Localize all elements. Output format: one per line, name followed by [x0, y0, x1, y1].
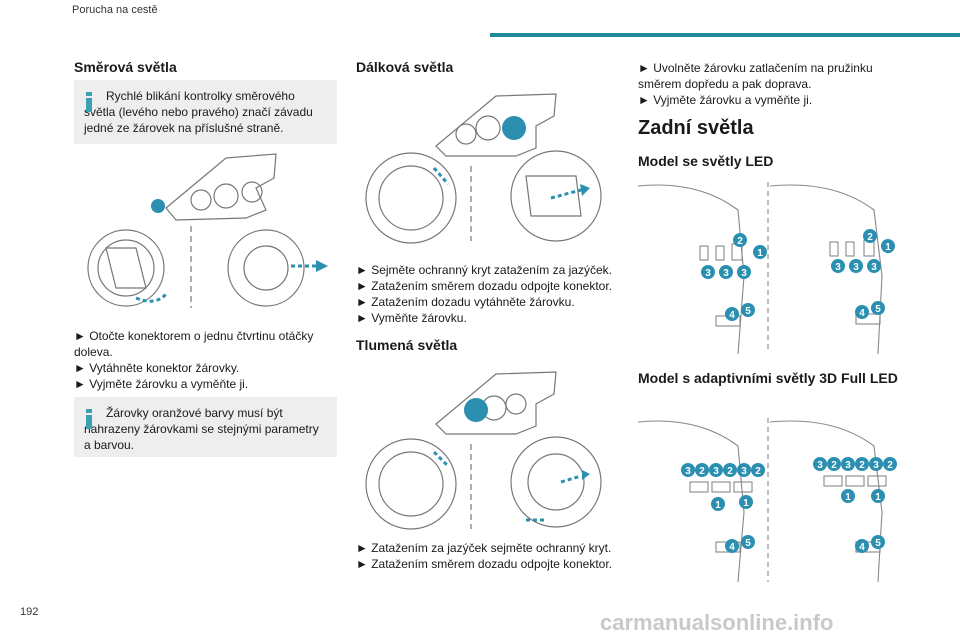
svg-text:3: 3	[853, 262, 859, 273]
svg-text:1: 1	[715, 500, 721, 511]
led-badge-2: 2	[737, 236, 743, 247]
rear-led-illustration: 2 1 3 3 3 4 5 2 1 3 3 3 4 5	[638, 182, 895, 354]
info-note-2-text: Žárovky oranžové barvy musí být nahrazen…	[84, 406, 319, 452]
svg-text:1: 1	[875, 492, 881, 503]
step-2: ► Zatažením směrem dozadu odpojte konekt…	[356, 279, 613, 293]
low-beam-illustration	[365, 371, 602, 530]
low-beam-steps: ► Zatažením za jazýček sejměte ochranný …	[356, 540, 618, 572]
step-2: ► Vytáhněte konektor žárovky.	[74, 361, 240, 375]
svg-text:4: 4	[859, 542, 865, 553]
svg-text:2: 2	[859, 460, 865, 471]
svg-text:3: 3	[845, 460, 851, 471]
rear-3d-led-illustration: 3 2 3 2 3 2 1 1 4 5 3 2 3 2 3 2 1 1 4 5	[638, 418, 897, 583]
info-icon	[86, 409, 92, 429]
high-beam-illustration	[365, 93, 602, 244]
info-note-1-text: Rychlé blikání kontrolky směrového světl…	[84, 89, 313, 135]
step-3: ► Uvolněte žárovku zatlačením na pružink…	[638, 61, 873, 91]
info-note-1: Rychlé blikání kontrolky směrového světl…	[74, 80, 337, 144]
title-turn-signals: Směrová světla	[74, 59, 177, 75]
svg-text:3: 3	[741, 466, 747, 477]
led-badge-5: 5	[745, 306, 751, 317]
title-low-beam: Tlumená světla	[356, 337, 458, 353]
high-beam-steps: ► Sejměte ochranný kryt zatažením za jaz…	[356, 262, 618, 326]
step-3: ► Zatažením dozadu vytáhněte žárovku.	[356, 295, 575, 309]
info-icon	[86, 92, 92, 112]
svg-text:3: 3	[871, 262, 877, 273]
header-accent-bar	[490, 33, 960, 37]
svg-text:3: 3	[835, 262, 841, 273]
title-high-beam: Dálková světla	[356, 59, 454, 75]
svg-text:1: 1	[845, 492, 851, 503]
led-badge-1: 1	[757, 248, 763, 259]
svg-text:2: 2	[755, 466, 761, 477]
led-badge-4: 4	[729, 310, 735, 321]
svg-text:5: 5	[875, 304, 881, 315]
svg-text:2: 2	[699, 466, 705, 477]
step-4: ► Vyjměte žárovku a vyměňte ji.	[638, 93, 813, 107]
svg-text:1: 1	[743, 498, 749, 509]
watermark: carmanualsonline.info	[600, 610, 834, 635]
info-note-2: Žárovky oranžové barvy musí být nahrazen…	[74, 397, 337, 457]
step-1: ► Sejměte ochranný kryt zatažením za jaz…	[356, 263, 612, 277]
svg-text:5: 5	[875, 538, 881, 549]
led-badge-3: 3	[705, 268, 711, 279]
subtitle-led-model: Model se světly LED	[638, 153, 774, 169]
turn-signal-steps: ► Otočte konektorem o jednu čtvrtinu otá…	[74, 328, 337, 392]
svg-text:3: 3	[713, 466, 719, 477]
svg-text:2: 2	[831, 460, 837, 471]
svg-text:2: 2	[727, 466, 733, 477]
running-header: Porucha na cestě	[72, 4, 158, 16]
svg-text:5: 5	[745, 538, 751, 549]
low-beam-steps-cont: ► Uvolněte žárovku zatlačením na pružink…	[638, 60, 900, 108]
svg-text:3: 3	[685, 466, 691, 477]
page-number: 192	[20, 606, 39, 618]
svg-text:3: 3	[873, 460, 879, 471]
svg-text:2: 2	[867, 232, 873, 243]
turn-signal-illustration	[87, 153, 328, 308]
svg-text:3: 3	[723, 268, 729, 279]
step-2: ► Zatažením směrem dozadu odpojte konekt…	[356, 557, 613, 571]
step-4: ► Vyměňte žárovku.	[356, 311, 467, 325]
svg-text:3: 3	[741, 268, 747, 279]
title-rear-lights: Zadní světla	[638, 117, 754, 139]
svg-text:1: 1	[885, 242, 891, 253]
svg-text:3: 3	[817, 460, 823, 471]
subtitle-3d-full-led-model: Model s adaptivními světly 3D Full LED	[638, 370, 898, 386]
svg-text:2: 2	[887, 460, 893, 471]
svg-text:4: 4	[729, 542, 735, 553]
svg-text:4: 4	[859, 308, 865, 319]
step-1: ► Zatažením za jazýček sejměte ochranný …	[356, 541, 612, 555]
step-1: ► Otočte konektorem o jednu čtvrtinu otá…	[74, 329, 314, 359]
step-3: ► Vyjměte žárovku a vyměňte ji.	[74, 377, 249, 391]
